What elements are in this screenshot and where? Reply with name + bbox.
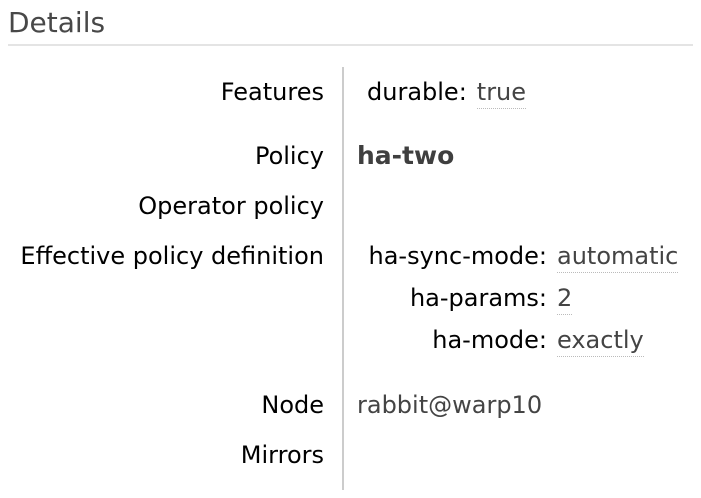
section-title: Details (8, 6, 106, 39)
row-value-features: durable: true (342, 67, 693, 131)
table-row-operator-policy: Operator policy (8, 181, 693, 231)
policy-definition-value: automatic (557, 242, 679, 273)
row-value-operator-policy (342, 181, 693, 231)
policy-definition-row: ha-params: 2 (357, 277, 678, 319)
table-row-mirrors: Mirrors (8, 430, 693, 490)
policy-definition-key: ha-sync-mode: (368, 242, 548, 270)
row-value-policy: ha-two (342, 131, 693, 181)
row-value-node: rabbit@warp10 (342, 380, 693, 430)
features-mini-table: durable: true (367, 78, 527, 109)
row-label-node: Node (261, 391, 324, 419)
policy-definition-key: ha-mode: (432, 326, 547, 354)
policy-definition-key: ha-params: (409, 284, 547, 312)
feature-item-row: durable: true (367, 78, 527, 109)
row-value-effective-policy-definition: ha-sync-mode: automatic ha-params: 2 ha-… (342, 231, 693, 380)
policy-definition-value: exactly (557, 326, 644, 357)
table-row-effective-policy-definition: Effective policy definition ha-sync-mode… (8, 231, 693, 380)
details-table: Features durable: true Policy ha-two Ope… (8, 67, 693, 490)
policy-definition-value: 2 (557, 284, 573, 315)
table-row-features: Features durable: true (8, 67, 693, 131)
row-label-features: Features (220, 78, 324, 106)
row-label-operator-policy: Operator policy (138, 192, 324, 220)
policy-definition-row: ha-sync-mode: automatic (357, 235, 679, 277)
section-divider-rule (8, 44, 693, 46)
policy-name: ha-two (357, 141, 455, 170)
row-label-policy: Policy (254, 142, 324, 170)
effective-policy-mini-table: ha-sync-mode: automatic ha-params: 2 ha-… (357, 235, 679, 361)
feature-key: durable: (367, 78, 467, 106)
policy-definition-row: ha-mode: exactly (357, 319, 678, 361)
table-row-node: Node rabbit@warp10 (8, 380, 693, 430)
node-name: rabbit@warp10 (357, 391, 543, 419)
feature-value: true (476, 78, 527, 109)
row-label-effective-policy-definition: Effective policy definition (20, 242, 324, 270)
table-row-policy: Policy ha-two (8, 131, 693, 181)
row-label-mirrors: Mirrors (240, 441, 324, 469)
row-value-mirrors (342, 430, 693, 490)
